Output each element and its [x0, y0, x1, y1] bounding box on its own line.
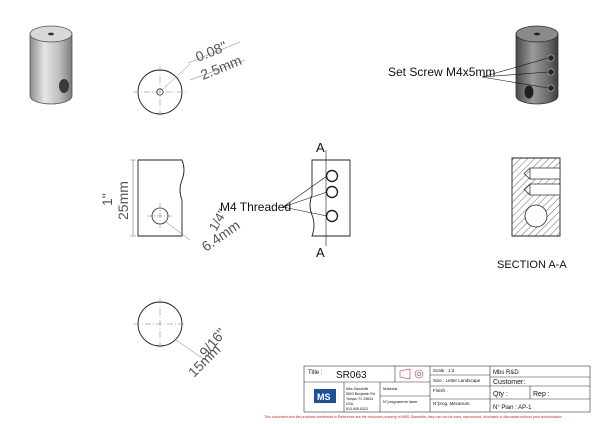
plan-label: N° Plan : AP-1 [493, 405, 532, 411]
side-view: A A M4 Threaded [220, 140, 351, 260]
prog-meca-label: N°prog. Mécanum. [433, 401, 471, 406]
title-value: SR063 [336, 370, 367, 381]
dim-height-mm: 25mm [115, 181, 131, 220]
rep-label: Rep : [533, 391, 550, 398]
address-line-2: 5503 Benjamin Rd [346, 392, 375, 396]
address-line-5: 813-908-6323 [346, 407, 368, 411]
prog-laser-label: N°programme laser [383, 399, 418, 404]
customer-label: Customer: [493, 379, 525, 386]
top-view: 0.08" 2.5mm [133, 38, 246, 118]
address-line-3: Tampa, FL 33634 [346, 397, 373, 401]
address-line-1: Mbs Standoffs [346, 387, 369, 391]
set-screw-callout: Set Screw M4x5mm [388, 65, 495, 79]
disclaimer-text: This document and the products mentioned… [264, 415, 562, 419]
logo-text: MS [317, 392, 331, 402]
company-text: Mbs R&D [493, 370, 519, 376]
title-block [303, 365, 591, 413]
company-logo: MS [314, 389, 336, 403]
section-view: SECTION A-A [497, 157, 567, 271]
address-line-4: USA [346, 402, 354, 406]
title-label: Title : [308, 370, 323, 376]
scale-text: Scale : 1:2 [433, 368, 455, 373]
projection-symbol-icon [399, 368, 424, 380]
title-block-text: Title : SR063 Scale : 1:2 Size : Letter … [308, 368, 550, 411]
finish-label: Finish [433, 388, 446, 393]
iso-view-right: Set Screw M4x5mm [388, 25, 559, 105]
section-mark-top: A [316, 140, 325, 155]
section-mark-bottom: A [316, 245, 325, 260]
qty-label: Qty : [493, 391, 508, 398]
size-text: Size : Letter Landscape [433, 378, 481, 383]
iso-view-left [29, 25, 73, 105]
material-label: Material [383, 386, 397, 391]
cross-hole-icon [59, 79, 69, 93]
bottom-view: 9/16" 15mm [134, 298, 229, 380]
dim-height-in: 1" [99, 193, 115, 206]
section-label: SECTION A-A [497, 259, 567, 271]
threaded-callout: M4 Threaded [220, 200, 291, 214]
